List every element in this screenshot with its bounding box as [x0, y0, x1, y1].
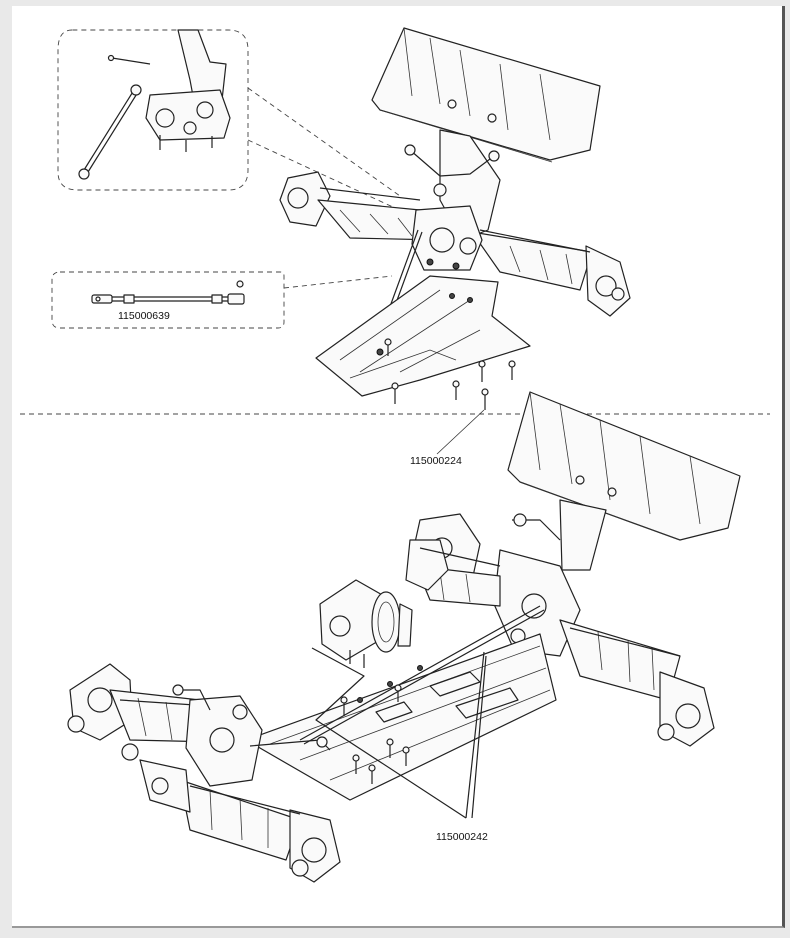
rear-wing-upper — [371, 27, 601, 163]
rear-arm-right — [471, 229, 631, 317]
gearbox-upper — [411, 205, 483, 271]
chassis-plate-rear — [315, 275, 531, 397]
rear-arm-lower-left — [405, 539, 501, 607]
turnbuckle-callout-box — [51, 271, 285, 329]
rear-arm-lower-right — [559, 619, 715, 747]
rear-wing-lower — [507, 391, 741, 571]
rear-gearbox-lower — [411, 513, 581, 657]
main-chassis-plate — [245, 633, 557, 801]
front-arm-lower-right — [139, 759, 341, 883]
turnbuckle-detail — [91, 280, 245, 305]
upper-assembly-view: 115000639 — [51, 27, 631, 455]
screw-set-rear — [384, 338, 516, 410]
shock-tower-detail — [78, 29, 231, 180]
part-number-rear-screws: 115000224 — [410, 455, 462, 467]
center-differential — [319, 579, 413, 668]
part-number-chassis-screws: 115000242 — [436, 831, 488, 843]
screw-set-chassis — [340, 684, 410, 784]
lower-assembly-view — [67, 391, 741, 883]
part-number-turnbuckle: 115000639 — [118, 310, 170, 322]
front-bulkhead — [172, 684, 263, 787]
detail-callout-bubble — [57, 29, 249, 191]
